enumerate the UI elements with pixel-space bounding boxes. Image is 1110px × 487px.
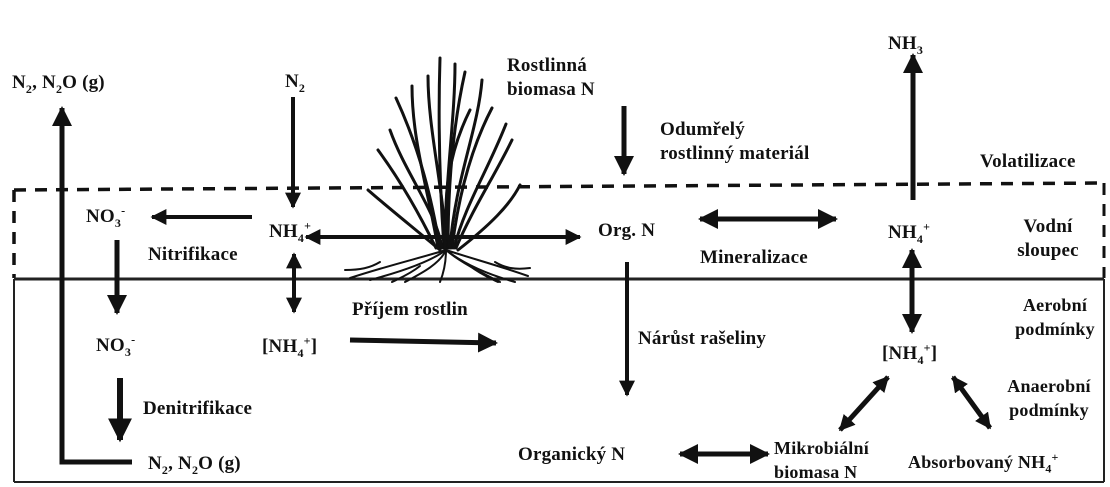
label-nh4-water-left-text: NH4+ <box>269 221 311 242</box>
label-plant-biomass: Rostlinná biomasa N <box>507 54 595 102</box>
label-volatilization: Volatilizace <box>980 150 1076 174</box>
label-nh4-sediment-left-text: [NH4+] <box>262 336 317 357</box>
label-nh4-sediment-right-text: [NH4+] <box>882 343 937 364</box>
label-nh4-water-right: NH4+ <box>888 221 930 245</box>
label-n2-input-text: N2 <box>285 71 305 92</box>
label-no3-sediment-text: NO3- <box>96 335 135 356</box>
label-n2-n2o-top: N2, N2O (g) <box>12 71 105 95</box>
label-org-n: Org. N <box>598 219 655 243</box>
label-no3-sediment: NO3- <box>96 334 135 358</box>
label-nitrification: Nitrifikace <box>148 243 238 267</box>
arrow-nh4-microbial <box>840 377 888 430</box>
label-n2-n2o-bottom-text: N2, N2O (g) <box>148 453 241 474</box>
label-microbial-biomass: Mikrobiální biomasa N <box>774 436 869 484</box>
label-nh4-sediment-right: [NH4+] <box>882 342 937 366</box>
label-mineralization: Mineralizace <box>700 246 808 270</box>
plant-illustration <box>368 58 520 250</box>
plant-roots <box>345 250 530 282</box>
label-nh4-sediment-left: [NH4+] <box>262 335 317 359</box>
label-peat-growth: Nárůst rašeliny <box>638 327 766 351</box>
label-n2-n2o-bottom: N2, N2O (g) <box>148 452 241 476</box>
arrow-nh4-absorbed <box>953 377 990 428</box>
label-n2-n2o-top-text: N2, N2O (g) <box>12 72 105 93</box>
label-n2-input: N2 <box>285 70 305 94</box>
label-denitrification: Denitrifikace <box>143 397 252 421</box>
label-organic-n: Organický N <box>518 443 625 467</box>
label-nh4-water-left: NH4+ <box>269 220 311 244</box>
label-no3-water-text: NO3- <box>86 206 125 227</box>
label-anaerobic-conditions: Anaerobní podmínky <box>994 374 1104 422</box>
arrow-plant-uptake <box>350 340 496 343</box>
label-nh4-water-right-text: NH4+ <box>888 222 930 243</box>
label-absorbed-nh4: Absorbovaný NH4+ <box>908 450 1059 474</box>
label-absorbed-nh4-text: Absorbovaný NH4+ <box>908 452 1059 472</box>
label-no3-water: NO3- <box>86 205 125 229</box>
label-aerobic-conditions: Aerobní podmínky <box>1006 293 1104 341</box>
label-nh3: NH3 <box>888 32 923 56</box>
label-dead-plant-material: Odumřelý rostlinný materiál <box>660 118 809 166</box>
label-water-column: Vodní sloupec <box>1000 215 1096 263</box>
label-nh3-text: NH3 <box>888 33 923 54</box>
label-plant-uptake: Příjem rostlin <box>352 298 468 322</box>
